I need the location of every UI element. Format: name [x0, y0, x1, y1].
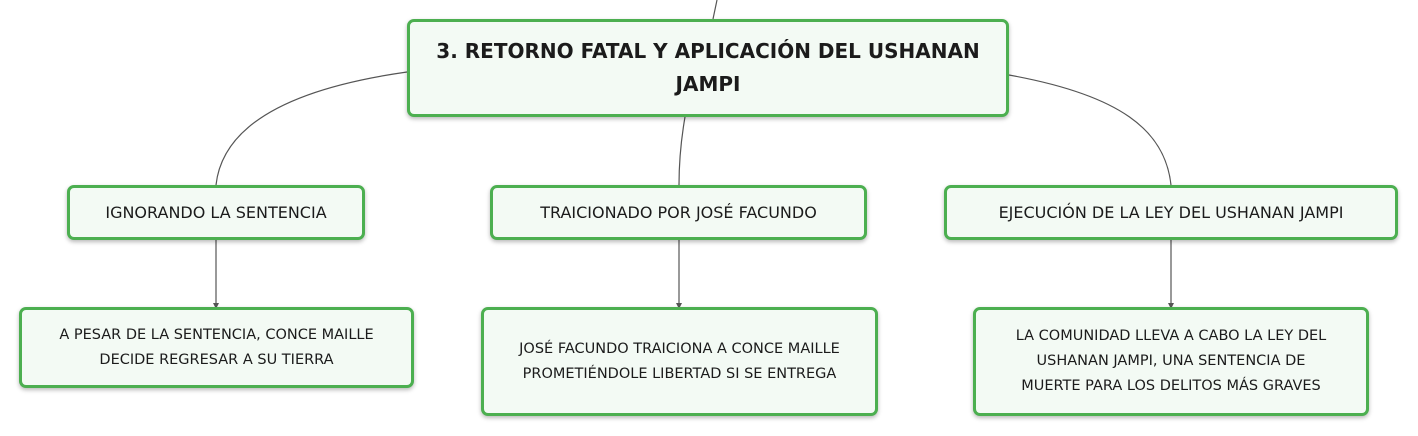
branch-label: IGNORANDO LA SENTENCIA	[105, 202, 327, 222]
incoming-connector	[712, 0, 718, 20]
detail-node-ejecucion-de-la-ley[interactable]: LA COMUNIDAD LLEVA A CABO LA LEY DEL USH…	[973, 307, 1369, 416]
detail-node-ignorando-la-sentencia[interactable]: A PESAR DE LA SENTENCIA, CONCE MAILLE DE…	[19, 307, 414, 388]
detail-line: JOSÉ FACUNDO TRAICIONA A CONCE MAILLE	[519, 340, 840, 357]
detail-line: MUERTE PARA LOS DELITOS MÁS GRAVES	[1021, 378, 1321, 394]
detail-text: JOSÉ FACUNDO TRAICIONA A CONCE MAILLE PR…	[519, 337, 840, 387]
detail-text: A PESAR DE LA SENTENCIA, CONCE MAILLE DE…	[59, 323, 373, 373]
detail-line: DECIDE REGRESAR A SU TIERRA	[99, 351, 334, 368]
branch-node-ejecucion-de-la-ley[interactable]: EJECUCIÓN DE LA LEY DEL USHANAN JAMPI	[944, 185, 1398, 240]
branch-label: TRAICIONADO POR JOSÉ FACUNDO	[540, 202, 817, 222]
central-topic-text: 3. RETORNO FATAL Y APLICACIÓN DEL USHANA…	[436, 35, 979, 101]
detail-line: LA COMUNIDAD LLEVA A CABO LA LEY DEL	[1015, 328, 1327, 344]
detail-node-traicionado-por-jose-facundo[interactable]: JOSÉ FACUNDO TRAICIONA A CONCE MAILLE PR…	[481, 307, 878, 416]
branch-label: EJECUCIÓN DE LA LEY DEL USHANAN JAMPI	[998, 202, 1344, 222]
connector-root-to-branch-3	[1008, 74, 1172, 186]
central-topic-line: 3. RETORNO FATAL Y APLICACIÓN DEL USHANA…	[436, 39, 980, 63]
branch-node-traicionado-por-jose-facundo[interactable]: TRAICIONADO POR JOSÉ FACUNDO	[490, 185, 867, 240]
connector-root-to-branch-1	[215, 71, 408, 186]
detail-line: PROMETIÉNDOLE LIBERTAD SI SE ENTREGA	[522, 365, 837, 382]
central-topic-line: JAMPI	[675, 72, 741, 96]
detail-line: USHANAN JAMPI, UNA SENTENCIA DE	[1036, 353, 1306, 369]
branch-node-ignorando-la-sentencia[interactable]: IGNORANDO LA SENTENCIA	[67, 185, 365, 240]
connector-root-to-branch-2	[678, 116, 686, 186]
central-topic-node[interactable]: 3. RETORNO FATAL Y APLICACIÓN DEL USHANA…	[407, 19, 1009, 117]
detail-line: A PESAR DE LA SENTENCIA, CONCE MAILLE	[59, 326, 374, 343]
detail-text: LA COMUNIDAD LLEVA A CABO LA LEY DEL USH…	[1016, 324, 1327, 399]
